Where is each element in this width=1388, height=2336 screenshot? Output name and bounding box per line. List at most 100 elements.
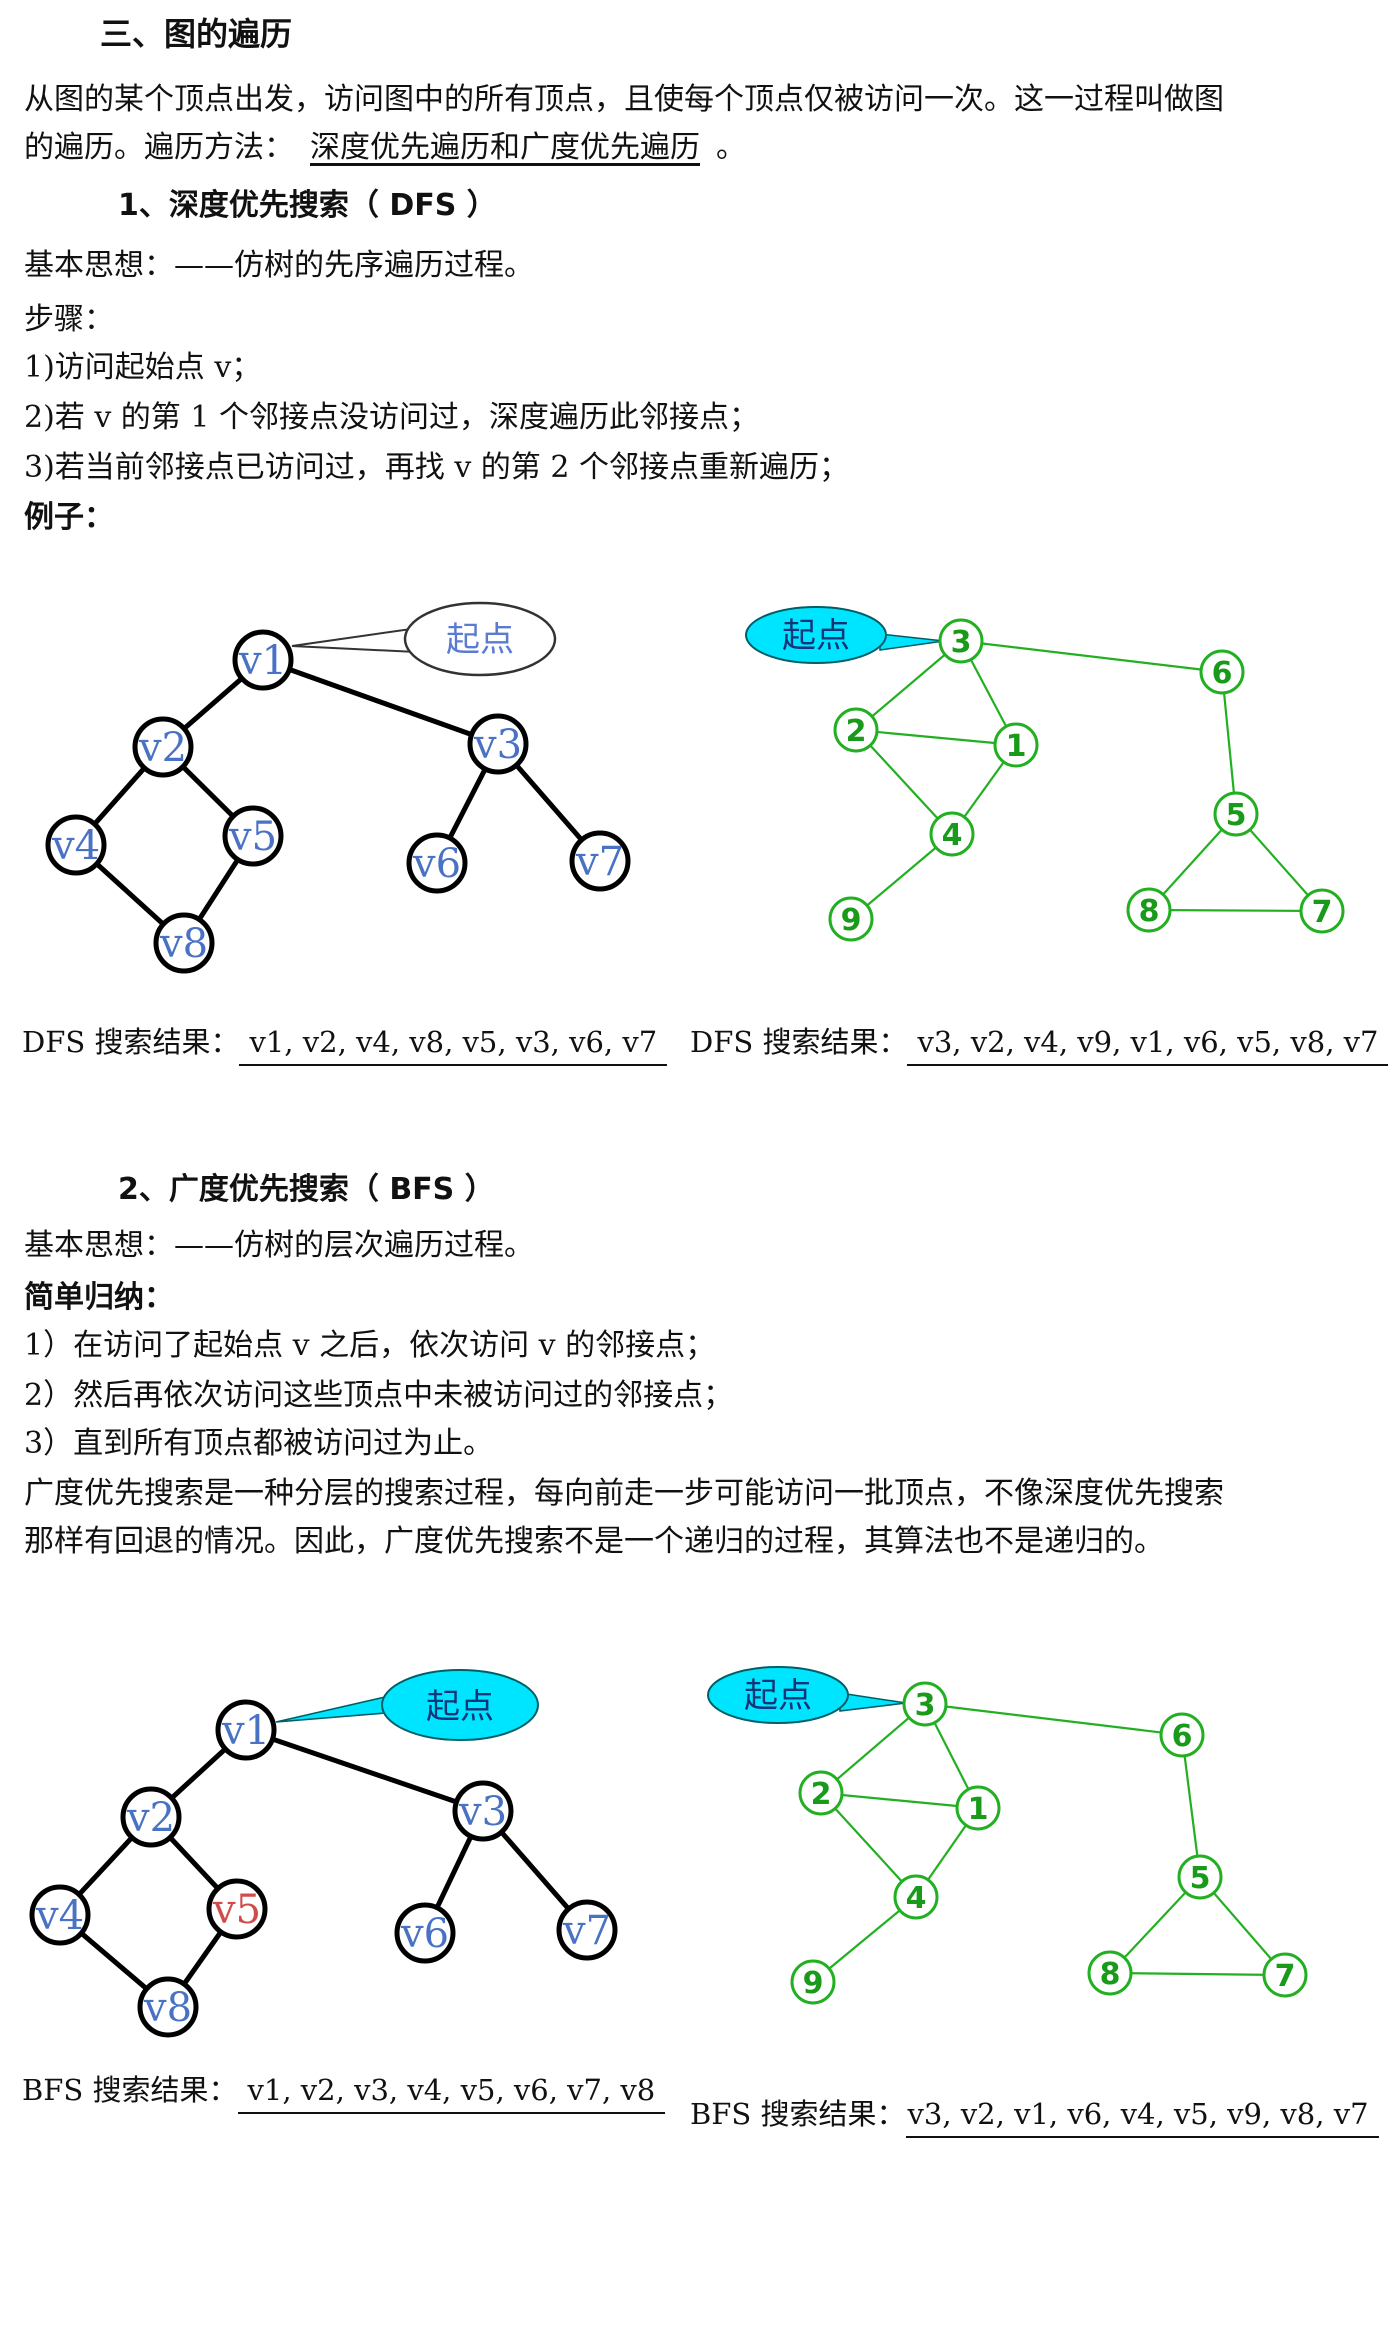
dfs-result-label: DFS 搜索结果： [22, 1025, 240, 1059]
svg-text:5: 5 [1190, 1861, 1211, 1896]
start-callout-label: 起点 [426, 1687, 494, 1727]
tree-node-v3: v3 [452, 1780, 514, 1842]
tree-node-v7: v7 [569, 830, 631, 892]
start-callout-label: 起点 [446, 620, 514, 660]
dfs-step-1: 1)访问起始点 v； [24, 350, 262, 385]
svg-text:6: 6 [1172, 1719, 1193, 1754]
intro-line-1: 从图的某个顶点出发，访问图中的所有顶点，且使每个顶点仅被访问一次。这一过程叫做图 [24, 82, 1224, 117]
svg-text:v5: v5 [212, 1887, 261, 1933]
svg-text:9: 9 [841, 903, 862, 938]
tree-node-v2: v2 [132, 716, 194, 778]
graph-node-2: 2 [833, 707, 879, 753]
svg-text:v2: v2 [126, 1795, 175, 1841]
dfs-result-tree-value: v1, v2, v4, v8, v5, v3, v6, v7 [239, 1022, 668, 1066]
svg-text:2: 2 [811, 1777, 832, 1812]
svg-text:v4: v4 [35, 1893, 84, 1939]
tree-node-v5: v5 [206, 1878, 268, 1940]
dfs-tree-diagram: 起点 v1 v2 v3 v4 v5 v6 v7 v8 [45, 601, 631, 974]
graph-node-5: 5 [1177, 1854, 1223, 1900]
dfs-steps-label: 步骤： [24, 302, 114, 337]
svg-text:2: 2 [846, 714, 867, 749]
graph-node-3: 3 [902, 1681, 948, 1727]
svg-text:3: 3 [915, 1688, 936, 1723]
svg-text:v7: v7 [575, 839, 624, 885]
bfs-result-graph-value: v3, v2, v1, v6, v4, v5, v9, v8, v7 [905, 2094, 1379, 2138]
start-callout-label: 起点 [782, 616, 850, 656]
graph-node-2: 2 [798, 1770, 844, 1816]
svg-text:4: 4 [942, 818, 963, 853]
graph-node-5: 5 [1213, 791, 1259, 837]
start-callout [403, 601, 557, 677]
bfs-result-label: BFS 搜索结果： [22, 2073, 238, 2107]
tree-node-v6: v6 [406, 832, 468, 894]
tree-node-v4: v4 [29, 1884, 91, 1946]
callout-pointer [879, 633, 945, 651]
bfs-result-tree-value: v1, v2, v3, v4, v5, v6, v7, v8 [237, 2070, 666, 2114]
svg-text:1: 1 [1006, 729, 1027, 764]
svg-text:v3: v3 [458, 1789, 507, 1835]
svg-text:v2: v2 [138, 725, 187, 771]
bfs-graph-result: BFS 搜索结果：v3, v2, v1, v6, v4, v5, v9, v8,… [690, 2094, 1379, 2138]
tree-edge [262, 657, 499, 747]
svg-text:v6: v6 [412, 841, 461, 887]
tree-node-v6: v6 [394, 1902, 456, 1964]
dfs-step-3: 3)若当前邻接点已访问过，再找 v 的第 2 个邻接点重新遍历； [24, 450, 849, 485]
intro-suffix: 。 [716, 130, 746, 165]
svg-text:v3: v3 [473, 722, 522, 768]
graph-node-4: 4 [893, 1874, 939, 1920]
svg-text:v8: v8 [159, 921, 208, 967]
svg-text:v1: v1 [238, 638, 287, 684]
tree-node-v2: v2 [120, 1786, 182, 1848]
intro-prefix: 的遍历。遍历方法： [24, 130, 294, 165]
bfs-paragraph-line-2: 那样有回退的情况。因此，广度优先搜索不是一个递归的过程，其算法也不是递归的。 [24, 1524, 1164, 1559]
tree-node-v7: v7 [556, 1899, 618, 1961]
dfs-graph-result: DFS 搜索结果：v3, v2, v4, v9, v1, v6, v5, v8,… [690, 1022, 1388, 1066]
intro-line-2: 的遍历。遍历方法：深度优先遍历和广度优先遍历。 [24, 128, 746, 168]
svg-text:v4: v4 [51, 823, 100, 869]
dfs-title: 1、深度优先搜索（ DFS ） [118, 188, 497, 223]
tree-node-v1: v1 [232, 629, 294, 691]
start-callout-label: 起点 [744, 1676, 812, 1716]
svg-text:9: 9 [803, 1966, 824, 2001]
dfs-result-label: DFS 搜索结果： [690, 1025, 908, 1059]
svg-text:7: 7 [1275, 1959, 1296, 1994]
graph-node-3: 3 [938, 618, 984, 664]
dfs-tree-result: DFS 搜索结果：v1, v2, v4, v8, v5, v3, v6, v7 [22, 1022, 668, 1066]
start-callout [381, 1669, 539, 1741]
start-callout [707, 1666, 849, 1724]
callout-pointer [291, 626, 420, 654]
svg-text:v7: v7 [562, 1908, 611, 1954]
svg-text:v6: v6 [400, 1911, 449, 1957]
graph-node-1: 1 [993, 722, 1039, 768]
graph-node-6: 6 [1159, 1712, 1205, 1758]
tree-node-v5: v5 [222, 805, 284, 867]
callout-pointer [839, 1692, 907, 1712]
bfs-paragraph-line-1: 广度优先搜索是一种分层的搜索过程，每向前走一步可能访问一批顶点，不像深度优先搜索 [24, 1476, 1224, 1511]
tree-node-v1: v1 [215, 1699, 277, 1761]
bfs-idea: 基本思想：——仿树的层次遍历过程。 [24, 1228, 534, 1263]
svg-text:5: 5 [1226, 798, 1247, 833]
svg-text:7: 7 [1312, 895, 1333, 930]
svg-text:4: 4 [906, 1881, 927, 1916]
svg-text:6: 6 [1212, 656, 1233, 691]
callout-pointer [275, 1693, 399, 1723]
bfs-title: 2、广度优先搜索（ BFS ） [118, 1172, 495, 1207]
svg-text:v1: v1 [221, 1708, 270, 1754]
svg-text:8: 8 [1100, 1957, 1121, 1992]
graph-node-1: 1 [955, 1785, 1001, 1831]
svg-text:3: 3 [951, 625, 972, 660]
bfs-step-3: 3）直到所有顶点都被访问过为止。 [24, 1426, 494, 1461]
graph-node-9: 9 [790, 1959, 836, 2005]
bfs-graph-diagram: 起点 3 6 2 1 5 4 8 7 9 [707, 1666, 1308, 2005]
dfs-graph-diagram: 起点 3 6 2 1 5 4 8 7 9 [745, 606, 1345, 942]
graph-node-7: 7 [1262, 1952, 1308, 1998]
dfs-step-2: 2)若 v 的第 1 个邻接点没访问过，深度遍历此邻接点； [24, 400, 759, 435]
svg-text:v8: v8 [143, 1985, 192, 2031]
section-heading: 三、图的遍历 [100, 15, 293, 53]
svg-text:1: 1 [968, 1792, 989, 1827]
bfs-summary-label: 简单归纳： [24, 1280, 174, 1315]
graph-node-4: 4 [929, 811, 975, 857]
tree-node-v8: v8 [153, 912, 215, 974]
bfs-tree-result: BFS 搜索结果：v1, v2, v3, v4, v5, v6, v7, v8 [22, 2070, 666, 2114]
